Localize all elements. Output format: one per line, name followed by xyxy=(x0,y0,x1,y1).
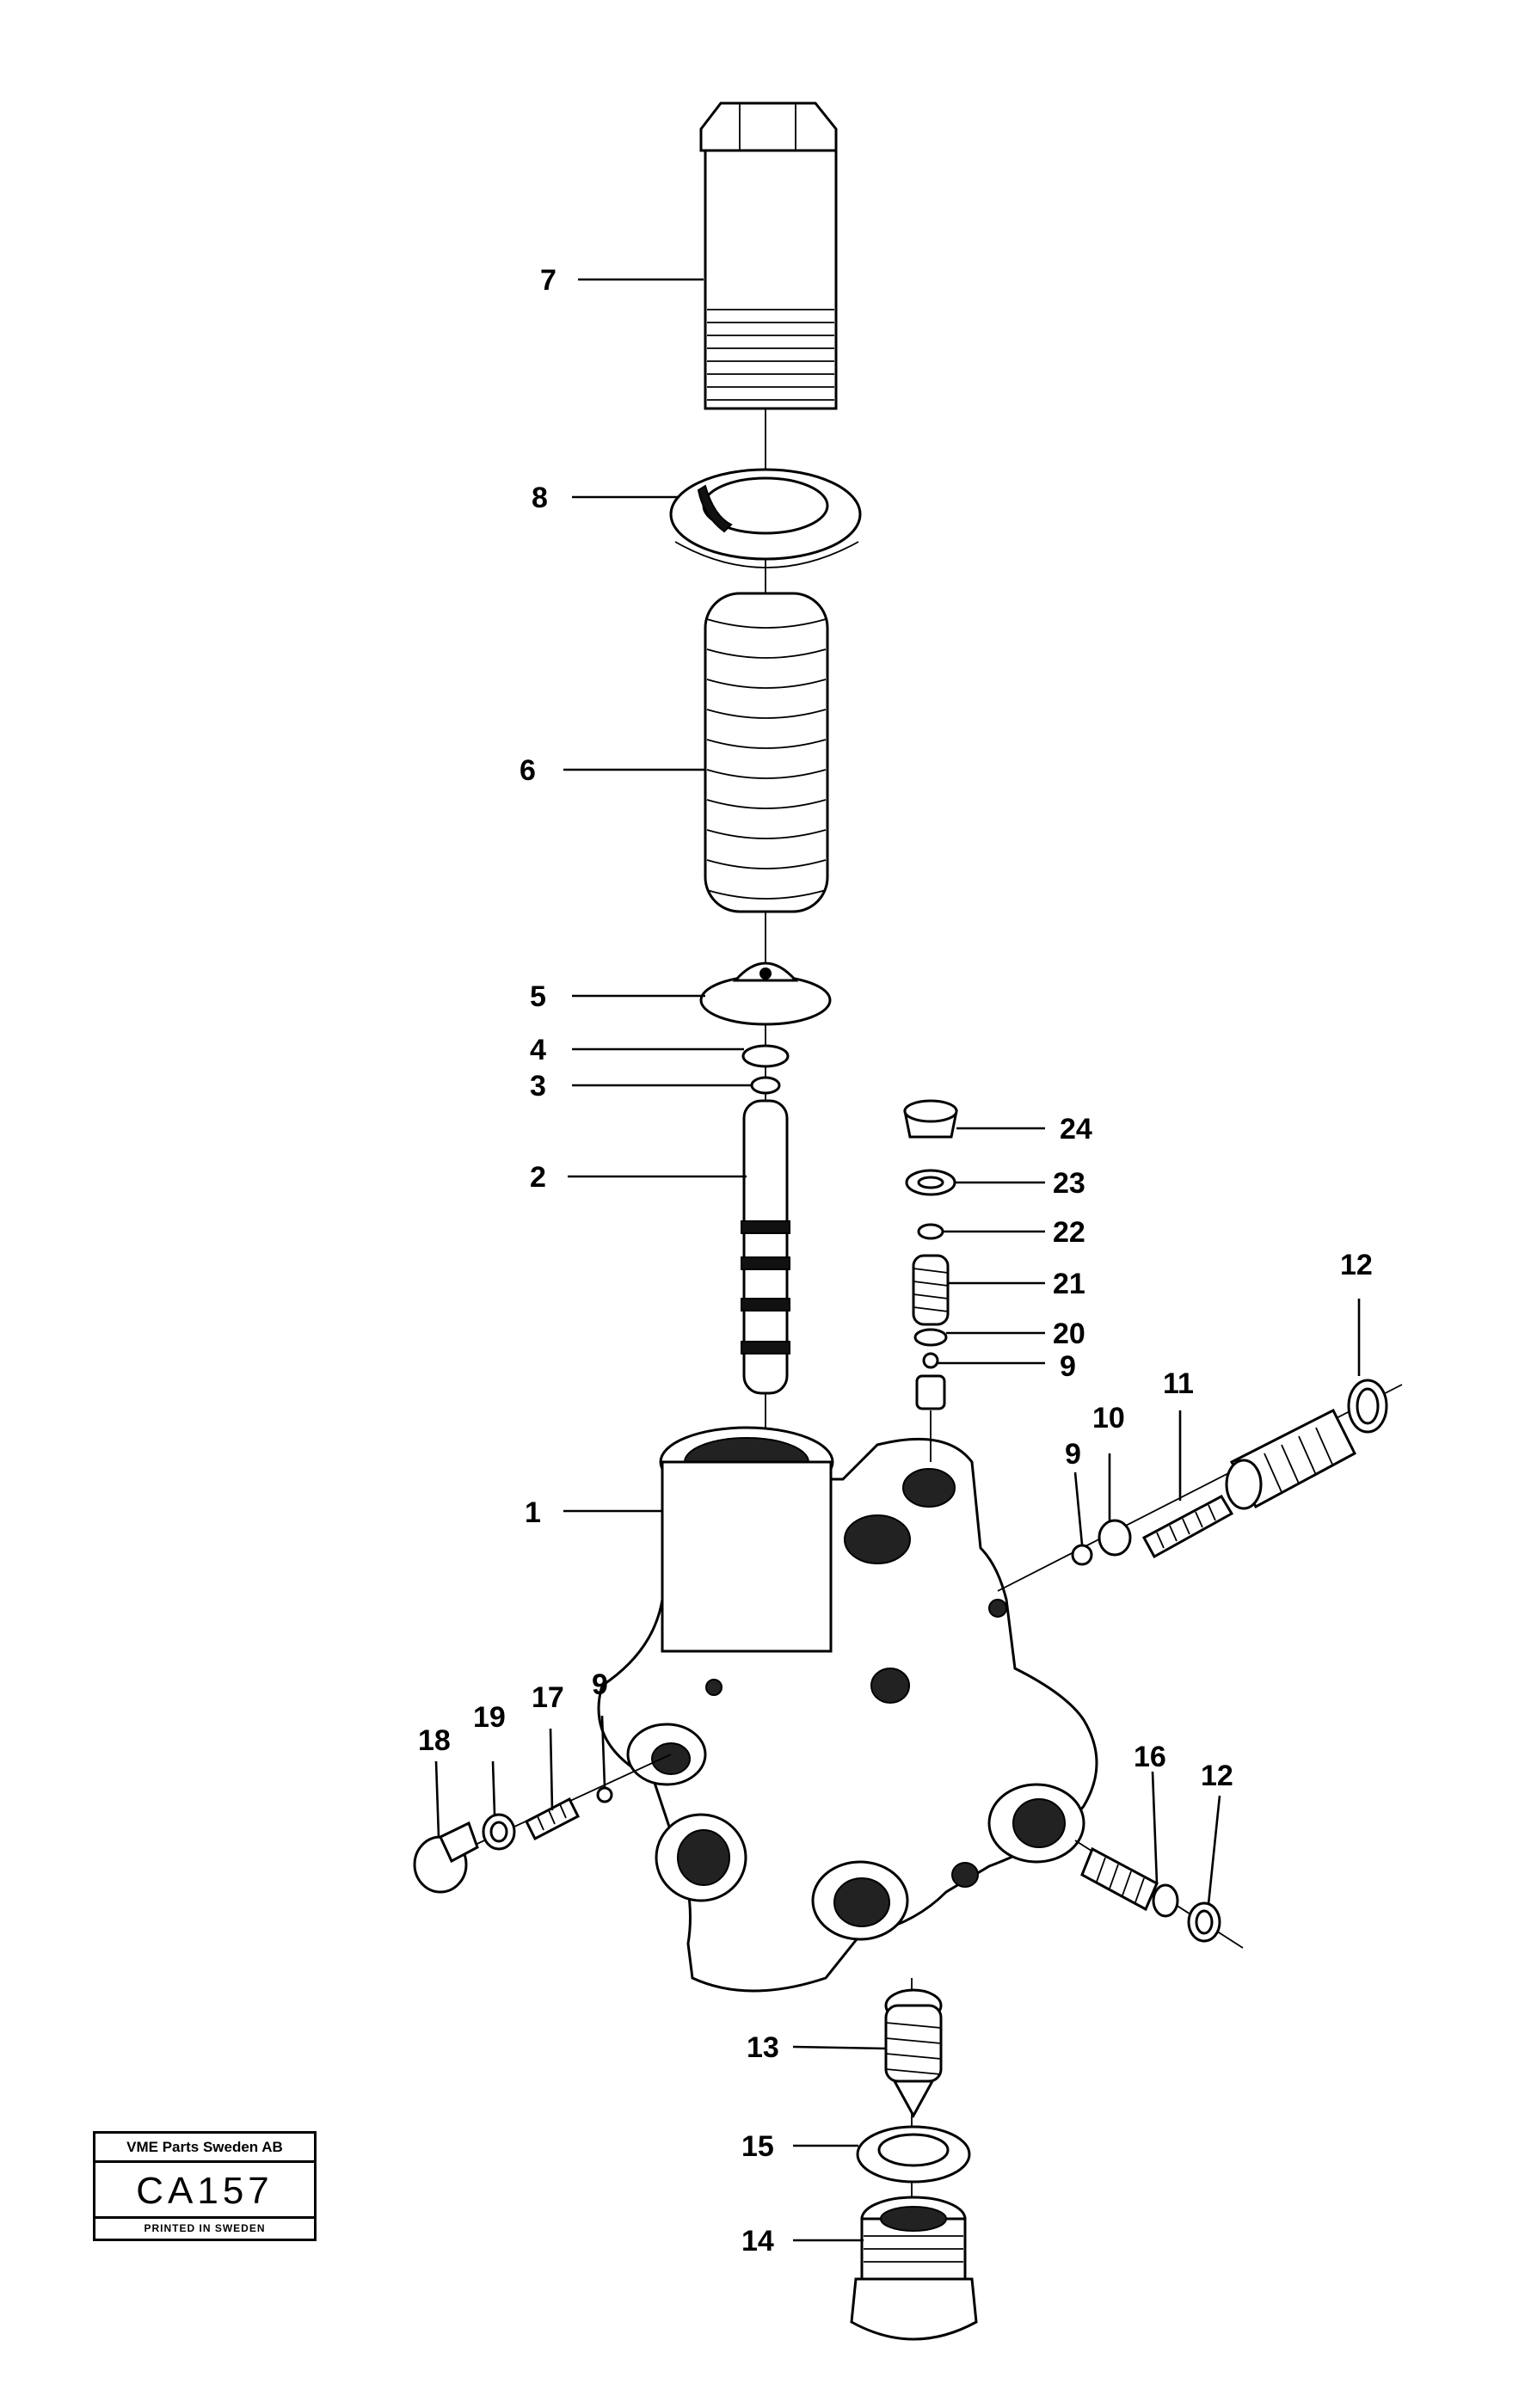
callout-9-left: 9 xyxy=(592,1668,608,1701)
part-5-spring-seat xyxy=(699,961,832,1026)
callout-9-upper: 9 xyxy=(1060,1350,1076,1383)
callout-8: 8 xyxy=(532,482,548,514)
callout-20: 20 xyxy=(1053,1318,1085,1350)
callout-12-lower: 12 xyxy=(1201,1760,1233,1792)
part-8-lock-ring xyxy=(669,468,862,568)
part-4-washer xyxy=(741,1044,790,1068)
lower-right-assembly xyxy=(1074,1840,1244,1949)
callout-18: 18 xyxy=(418,1724,451,1757)
stamp-code: CA157 xyxy=(95,2163,314,2219)
callout-13: 13 xyxy=(747,2031,779,2064)
part-6-spring xyxy=(704,592,829,913)
callout-4: 4 xyxy=(530,1034,546,1066)
callout-2: 2 xyxy=(530,1161,546,1194)
left-plug-assembly xyxy=(413,1754,672,1894)
relief-valve-assembly xyxy=(997,1379,1403,1592)
title-stamp: VME Parts Sweden AB CA157 PRINTED IN SWE… xyxy=(93,2131,317,2241)
callout-19: 19 xyxy=(473,1701,506,1734)
leader-lines xyxy=(434,278,1361,2242)
callout-10: 10 xyxy=(1092,1402,1125,1434)
callout-5: 5 xyxy=(530,980,546,1013)
callout-9-right: 9 xyxy=(1065,1438,1081,1471)
part-2-valve-stem xyxy=(741,1099,790,1395)
callout-6: 6 xyxy=(520,754,536,787)
callout-12-upper: 12 xyxy=(1340,1249,1373,1281)
callout-17: 17 xyxy=(532,1681,564,1714)
callout-3: 3 xyxy=(530,1070,546,1103)
callout-1: 1 xyxy=(525,1496,541,1529)
stamp-printed: PRINTED IN SWEDEN xyxy=(144,2222,266,2234)
callout-24: 24 xyxy=(1060,1113,1092,1146)
callout-11: 11 xyxy=(1163,1367,1194,1400)
part-1-valve-housing xyxy=(597,1426,1098,1993)
part-3-o-ring xyxy=(750,1076,781,1095)
callout-7: 7 xyxy=(540,264,557,297)
callout-labels: 7 8 6 5 4 3 2 24 23 22 21 20 9 12 11 10 … xyxy=(418,264,1373,2258)
callout-21: 21 xyxy=(1053,1268,1085,1300)
callout-16: 16 xyxy=(1134,1741,1166,1773)
callout-22: 22 xyxy=(1053,1216,1085,1249)
part-7-cap xyxy=(699,101,838,410)
callout-23: 23 xyxy=(1053,1167,1085,1200)
bottom-assembly xyxy=(850,1978,978,2341)
stamp-company: VME Parts Sweden AB xyxy=(95,2134,314,2163)
callout-15: 15 xyxy=(741,2130,774,2163)
pilot-valve-assembly xyxy=(903,1099,958,1462)
callout-14: 14 xyxy=(741,2225,774,2258)
